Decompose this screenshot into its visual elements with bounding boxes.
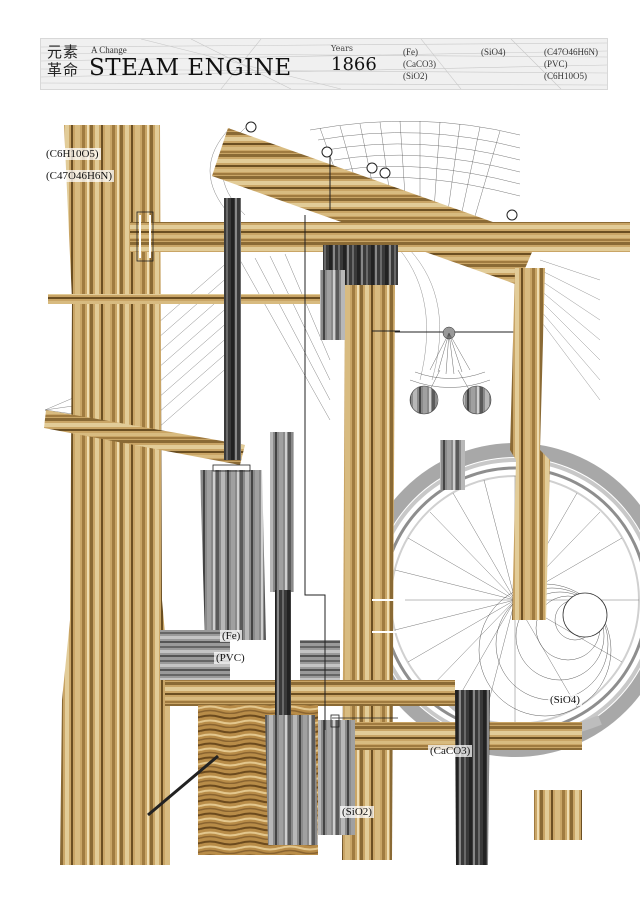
years-label: Years bbox=[331, 44, 354, 53]
header-chem-c6: (C6H10O5) bbox=[544, 71, 587, 81]
metal-left-of-column bbox=[320, 270, 345, 340]
header-chem-caco3: (CaCO3) bbox=[403, 59, 436, 69]
diagonal-beam-top bbox=[212, 128, 538, 285]
line-fan-top bbox=[309, 120, 521, 241]
metal-tall-thin bbox=[270, 432, 294, 592]
header-chem-c47: (C47O46H6N) bbox=[544, 47, 598, 57]
label-caco3: (CaCO3) bbox=[428, 745, 473, 757]
label-pvc: (PVC) bbox=[214, 652, 247, 664]
kanji-line-1: 元素 bbox=[47, 43, 80, 61]
left-wood-column bbox=[60, 125, 170, 865]
connector-wires bbox=[147, 150, 400, 817]
kanji-title: 元素 革命 bbox=[47, 43, 87, 79]
label-fe: (Fe) bbox=[220, 630, 243, 642]
hooks bbox=[245, 121, 518, 221]
metal-bottom-right-cylinder bbox=[455, 690, 490, 865]
header-chem-sio2: (SiO2) bbox=[403, 71, 428, 81]
slot-outlines bbox=[136, 211, 398, 728]
subtitle: A Change bbox=[91, 45, 127, 55]
label-c6h10o5: (C6H10O5) bbox=[44, 148, 101, 160]
white-slots bbox=[139, 215, 405, 633]
label-c47o46h6n: (C47O46H6N) bbox=[44, 170, 114, 182]
header-chem-pvc: (PVC) bbox=[544, 59, 568, 69]
diagonal-beam-left bbox=[44, 410, 245, 465]
header-bar: 元素 革命 A Change STEAM ENGINE Years 1866 (… bbox=[40, 38, 608, 90]
page-title: STEAM ENGINE bbox=[89, 55, 292, 81]
label-sio2: (SiO2) bbox=[340, 806, 374, 818]
right-wood-column bbox=[510, 268, 550, 620]
right-bottom-wood bbox=[534, 790, 582, 840]
center-wood-column bbox=[342, 285, 395, 860]
left-dark-rod bbox=[224, 198, 241, 460]
lower-horizontal-beam-1 bbox=[165, 680, 455, 706]
header-texture bbox=[41, 39, 607, 89]
metal-cylinder-left bbox=[200, 470, 266, 640]
year-value: 1866 bbox=[331, 54, 377, 75]
label-sio4: (SiO4) bbox=[548, 694, 582, 706]
metal-bottom-cylinder-left bbox=[265, 715, 318, 845]
header-chem-fe: (Fe) bbox=[403, 47, 418, 57]
line-fan-right bbox=[399, 249, 601, 401]
metal-strip-2 bbox=[300, 640, 340, 680]
metal-dark-center bbox=[275, 590, 291, 720]
header-chem-sio4: (SiO4) bbox=[481, 47, 506, 57]
metal-mid-right bbox=[440, 440, 465, 490]
governor bbox=[375, 326, 515, 415]
thin-horizontal-beam bbox=[48, 294, 348, 304]
kanji-line-2: 革命 bbox=[47, 61, 80, 79]
